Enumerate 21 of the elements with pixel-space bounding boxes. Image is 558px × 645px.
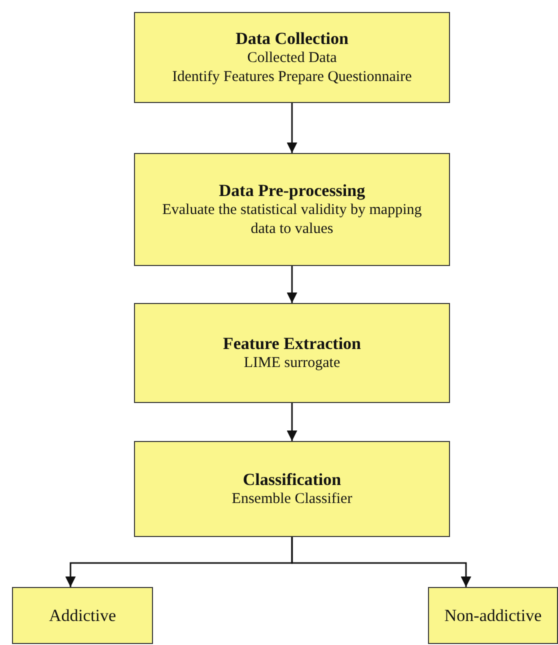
box-description: LIME surrogate [244, 354, 340, 372]
process-box [134, 303, 450, 403]
arrow [286, 266, 298, 303]
process-box [134, 441, 450, 537]
arrow [291, 537, 472, 587]
box-description: Collected Data [247, 48, 337, 68]
box-title: Data Pre-processing [218, 180, 366, 200]
process-box [12, 587, 153, 644]
box-label: Addictive [48, 606, 116, 626]
box-title: Classification [242, 470, 342, 490]
box-description: Identify Features Prepare Questionnaire [172, 68, 412, 86]
box-title: Data Collection [236, 28, 348, 48]
arrow [286, 403, 298, 441]
process-box [134, 12, 450, 103]
process-box [134, 153, 450, 266]
box-title: Feature Extraction [222, 334, 361, 354]
box-description: Ensemble Classifier [232, 490, 352, 508]
box-description: Evaluate the statistical validity by mapping data to values [161, 200, 423, 238]
process-box [428, 587, 558, 644]
arrow [286, 103, 298, 153]
box-label: Non-addictive [444, 606, 542, 626]
